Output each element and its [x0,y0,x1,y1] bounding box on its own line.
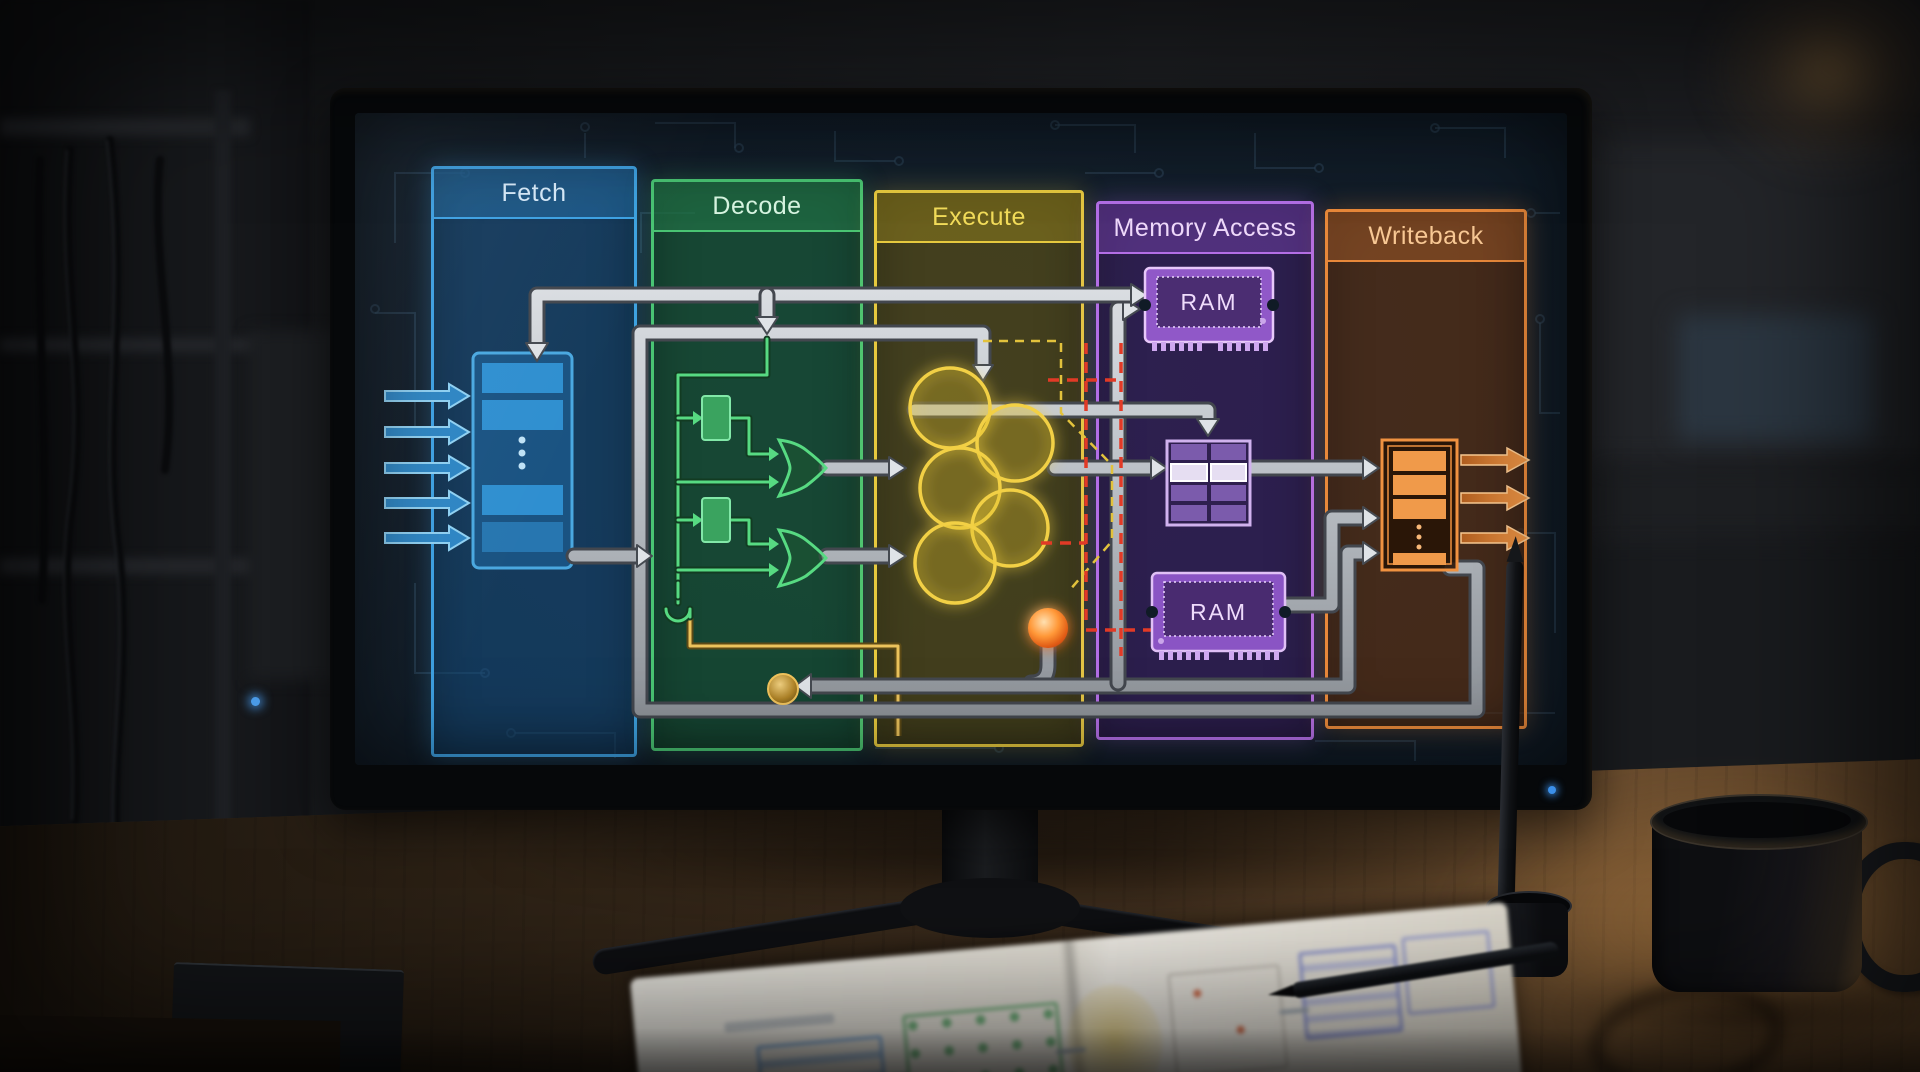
stylus-pen [1497,560,1523,909]
stylus-tip [1507,536,1525,562]
background-shelf [1600,470,1920,532]
equipment-led [251,697,260,706]
mug-opening [1663,802,1851,838]
power-led [1548,786,1556,794]
rack-rail [215,90,231,860]
stand-hub [900,878,1080,938]
rack-shelf [0,338,262,352]
cables [34,136,174,874]
bottom-shade [0,1028,1920,1072]
background-monitor-glow [1678,315,1873,440]
rack-shelf [0,118,250,136]
background-cabinet [1590,545,1920,785]
equipment-silhouette [248,330,340,680]
